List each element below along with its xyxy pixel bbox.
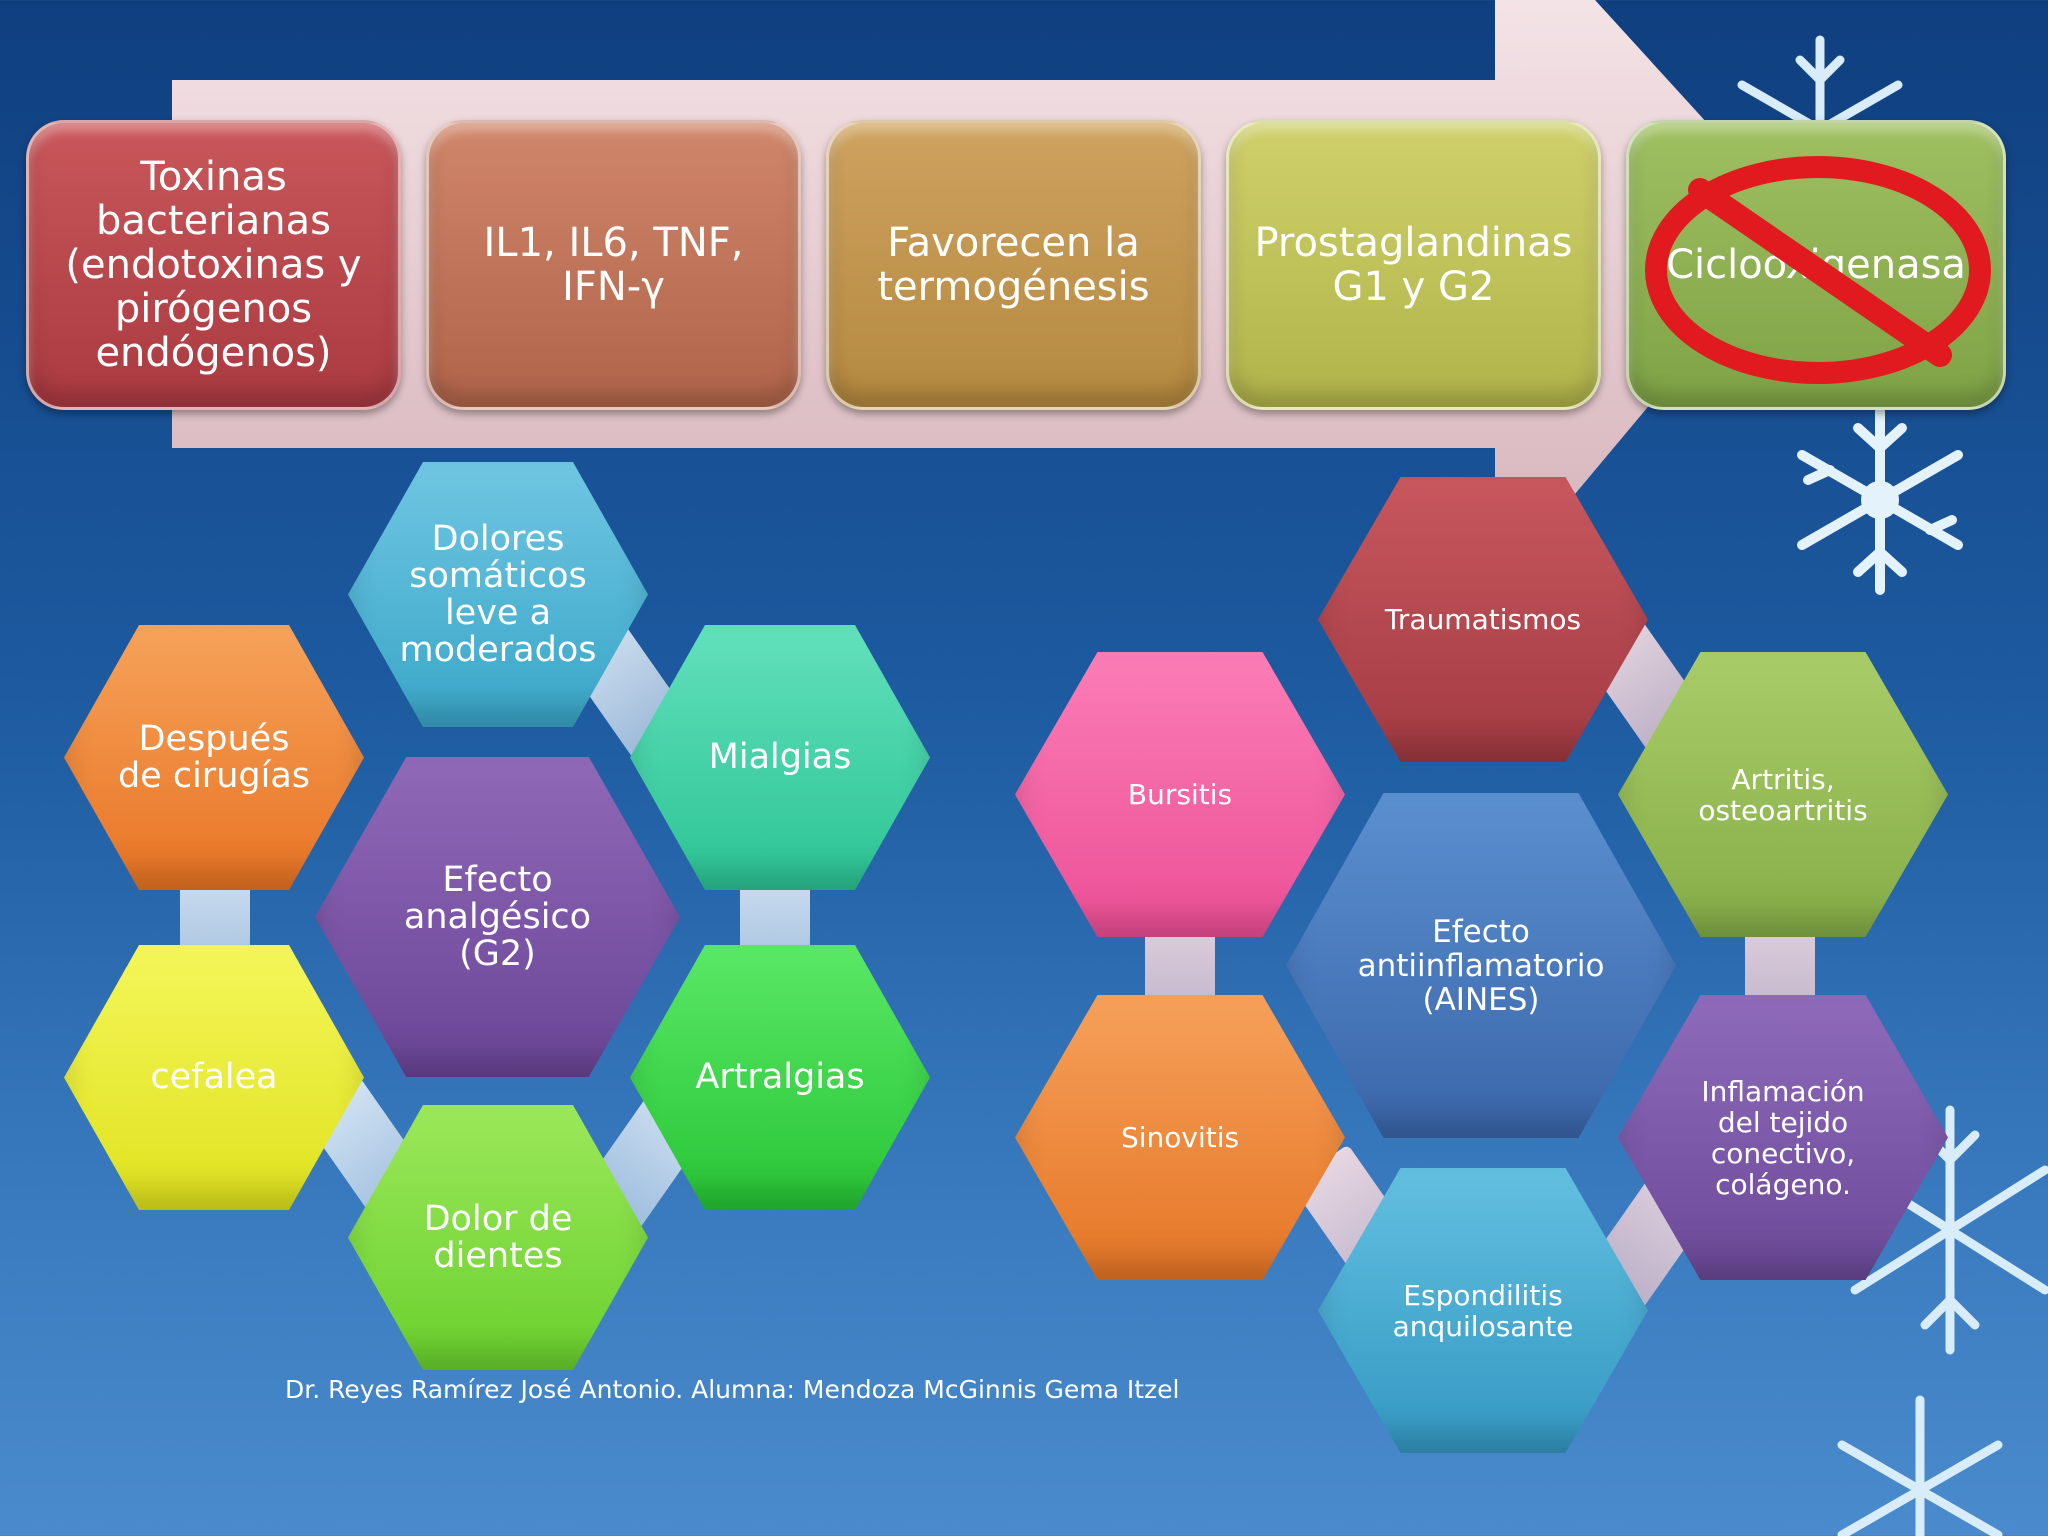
hex-label: Sinovitis <box>1120 1121 1240 1154</box>
flow-step-termogenesis: Favorecen la termogénesis <box>826 120 1201 410</box>
flow-step-label: Toxinas bacterianas (endotoxinas y piróg… <box>65 154 362 376</box>
hex-label: Espondilitis anquilosante <box>1392 1278 1574 1343</box>
hex-label: Traumatismos <box>1384 603 1582 636</box>
hex-despues-cirugias: Después de cirugías <box>64 625 364 890</box>
flow-step-toxinas: Toxinas bacterianas (endotoxinas y piróg… <box>26 120 401 410</box>
flow-step-label: Favorecen la termogénesis <box>877 220 1150 310</box>
flow-step-label: IL1, IL6, TNF, IFN-γ <box>483 220 744 310</box>
hex-label: Artralgias <box>695 1057 865 1097</box>
hex-sinovitis: Sinovitis <box>1015 995 1345 1280</box>
hex-traumatismos: Traumatismos <box>1318 477 1648 762</box>
hex-label: Efecto analgésico (G2) <box>403 859 592 974</box>
hex-label: Dolor de dientes <box>423 1198 573 1276</box>
hex-label: Mialgias <box>708 737 852 777</box>
flow-step-prostaglandinas: Prostaglandinas G1 y G2 <box>1226 120 1601 410</box>
snowflake-icon <box>1837 1395 2003 1536</box>
hex-artritis: Artritis, osteoartritis <box>1618 652 1948 937</box>
snowflake-icon <box>1797 405 1963 595</box>
hex-cefalea: cefalea <box>64 945 364 1210</box>
hex-efecto-analgesico: Efecto analgésico (G2) <box>315 757 680 1077</box>
hex-label: cefalea <box>150 1057 278 1097</box>
hex-efecto-antiinflamatorio: Efecto antiinflamatorio (AINES) <box>1286 793 1676 1138</box>
hex-inflamacion-tejido: Inflamación del tejido conectivo, coláge… <box>1618 995 1948 1280</box>
footer-credits: Dr. Reyes Ramírez José Antonio. Alumna: … <box>285 1375 1180 1404</box>
hex-mialgias: Mialgias <box>630 625 930 890</box>
hex-label: Inflamación del tejido conectivo, coláge… <box>1701 1074 1865 1201</box>
no-entry-icon <box>1645 156 1991 384</box>
hex-label: Dolores somáticos leve a moderados <box>399 518 597 670</box>
hex-label: Bursitis <box>1127 778 1233 811</box>
hex-label: Efecto antiinflamatorio (AINES) <box>1357 913 1605 1018</box>
flow-step-interleucinas: IL1, IL6, TNF, IFN-γ <box>426 120 801 410</box>
flow-step-label: Prostaglandinas G1 y G2 <box>1254 220 1573 310</box>
hex-espondilitis: Espondilitis anquilosante <box>1318 1168 1648 1453</box>
hex-bursitis: Bursitis <box>1015 652 1345 937</box>
hex-label: Después de cirugías <box>117 718 311 796</box>
hex-label: Artritis, osteoartritis <box>1698 762 1868 827</box>
